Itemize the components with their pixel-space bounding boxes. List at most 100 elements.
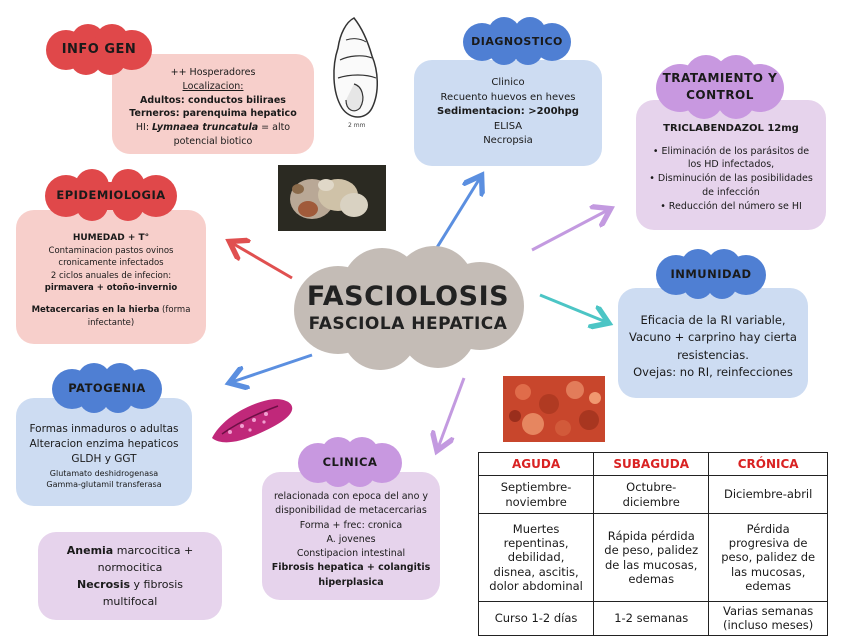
- inmunidad-heading-cloud: INMUNIDAD: [652, 248, 770, 300]
- info-gen-heading: INFO GEN: [61, 41, 137, 57]
- arrow-to-clinica: [438, 377, 466, 448]
- table-row: Septiembre- noviembre Octubre- diciembre…: [477, 475, 828, 514]
- patogenia-line: GLDH y GGT: [71, 453, 137, 466]
- table-cell: Octubre- diciembre: [593, 475, 710, 514]
- tratamiento-box: TRICLABENDAZOL 12mg • Eliminación de los…: [636, 100, 826, 230]
- clinica-line: hiperplasica: [318, 576, 384, 588]
- table-cell: Diciembre-abril: [708, 475, 828, 514]
- epidemiologia-line: cronicamente infectados: [58, 258, 164, 269]
- arrow-to-patogenia: [232, 353, 313, 382]
- info-gen-line: Terneros: parenquima hepatico: [129, 108, 297, 120]
- blue-cloud-shape: [463, 17, 571, 65]
- anemia-rest: marcocitica +: [113, 544, 194, 557]
- clinica-line: disponibilidad de metacercarias: [275, 505, 427, 517]
- metacercarias-rest: (forma: [159, 305, 191, 316]
- table-cell: Curso 1-2 días: [477, 601, 595, 636]
- table-row: Muertes repentinas, debilidad, disnea, a…: [477, 513, 828, 602]
- patogenia-line: Alteracion enzima hepaticos: [29, 438, 179, 451]
- clinica-line: Fibrosis hepatica + colangitis: [271, 562, 431, 574]
- inmunidad-line: Ovejas: no RI, reinfecciones: [633, 364, 793, 379]
- liver-tissue-photo: [503, 376, 605, 442]
- table-header-cronica: CRÓNICA: [708, 452, 828, 476]
- diagnostico-heading-cloud: DIAGNOSTICO: [458, 16, 576, 66]
- epidemiologia-box: HUMEDAD + T° Contaminacion pastos ovinos…: [16, 210, 206, 344]
- hi-rest: = alto: [258, 122, 291, 134]
- metacercarias-bold: Metacercarias en la hierba: [31, 305, 160, 316]
- diagnostico-heading: DIAGNOSTICO: [471, 34, 563, 48]
- table-header-subaguda: SUBAGUDA: [593, 452, 710, 476]
- necrosis-line: Necrosis y fibrosis: [38, 576, 222, 593]
- blue-cloud-shape: [52, 363, 162, 413]
- liver-photo: [278, 165, 386, 231]
- tratamiento-bullet: de infección: [702, 186, 760, 198]
- epidemiologia-line: 2 ciclos anuales de infecion:: [50, 270, 172, 281]
- lesiones-line: normocitica: [97, 561, 163, 575]
- arrow-to-epidemiologia: [232, 243, 293, 280]
- diagnostico-line: ELISA: [493, 120, 523, 132]
- patogenia-line: Formas inmaduros o adultas: [29, 423, 179, 435]
- patogenia-heading-cloud: PATOGENIA: [48, 362, 166, 414]
- center-cloud: FASCIOLOSIS FASCIOLA HEPATICA: [288, 244, 528, 370]
- epidemiologia-line: infectante): [87, 317, 135, 328]
- snail-shell-drawing: [333, 17, 378, 118]
- diagnostico-line: Necropsia: [483, 135, 533, 146]
- tissue-photo-drawing: [503, 376, 605, 442]
- shell-caption: 2 mm: [348, 122, 366, 129]
- patogenia-line: Gamma-glutamil transferasa: [46, 480, 162, 490]
- liver-photo-drawing: [278, 165, 386, 231]
- info-gen-box: ++ Hosperadores Localizacion: Adultos: c…: [112, 54, 314, 154]
- clinica-heading: CLINICA: [322, 455, 378, 469]
- forms-table: AGUDA SUBAGUDA CRÓNICA Septiembre- novie…: [477, 452, 828, 636]
- clinica-line: Constipacion intestinal: [296, 548, 406, 559]
- tratamiento-heading: TRATAMIENTO Y CONTROL: [652, 52, 788, 122]
- center-cloud-shape: [294, 246, 524, 370]
- clinica-line: Forma + frec: cronica: [299, 519, 403, 531]
- center-subtitle: FASCIOLA HEPATICA: [308, 313, 508, 334]
- blue-cloud-shape: [656, 249, 766, 299]
- tratamiento-bullet: • Reducción del número se HI: [660, 200, 802, 212]
- patogenia-line: Glutamato deshidrogenasa: [49, 468, 159, 478]
- red-cloud-shape: [46, 24, 152, 75]
- anemia-line: Anemia marcocitica +: [38, 542, 222, 559]
- table-cell: Muertes repentinas, debilidad, disnea, a…: [477, 513, 595, 602]
- table-header-row: AGUDA SUBAGUDA CRÓNICA: [477, 452, 828, 476]
- patogenia-box: Formas inmaduros o adultas Alteracion en…: [16, 398, 192, 506]
- epidemiologia-heading-cloud: EPIDEMIOLOGIA: [40, 168, 182, 222]
- info-gen-heading-cloud: INFO GEN: [40, 22, 158, 76]
- purple-cloud-shape: [656, 55, 784, 119]
- clinica-heading-cloud: CLINICA: [294, 436, 406, 488]
- info-gen-hi-line: HI: Lymnaea truncatula = alto: [112, 121, 314, 135]
- epidemiologia-line: Contaminacion pastos ovinos: [48, 246, 174, 257]
- inmunidad-box: Eficacia de la RI variable, Vacuno + car…: [618, 288, 808, 398]
- info-gen-line: Localizacion:: [182, 80, 244, 92]
- tratamiento-heading-line1: TRATAMIENTO Y: [662, 71, 778, 86]
- table-header-aguda: AGUDA: [477, 452, 595, 476]
- diagnostico-line: Clinico: [491, 77, 525, 88]
- info-gen-line: potencial biotico: [173, 135, 253, 147]
- table-cell: Rápida pérdida de peso, palidez de las m…: [593, 513, 710, 602]
- fluke-drawing: [212, 399, 293, 443]
- inmunidad-line: resistencias.: [677, 347, 749, 362]
- red-cloud-shape: [45, 169, 177, 221]
- diagnostico-line: Recuento huevos en heves: [440, 91, 576, 103]
- tratamiento-heading-cloud: TRATAMIENTO Y CONTROL: [652, 52, 788, 122]
- clinica-line: relacionada con epoca del ano y: [273, 491, 429, 502]
- tratamiento-heading-line2: CONTROL: [686, 88, 754, 102]
- tratamiento-drug: TRICLABENDAZOL 12mg: [663, 123, 799, 134]
- snail-shell-image: 2 mm: [326, 12, 384, 132]
- tratamiento-bullet: los HD infectados,: [687, 159, 775, 171]
- epidemiologia-metacercarias: Metacercarias en la hierba (forma: [16, 304, 206, 316]
- inmunidad-heading: INMUNIDAD: [670, 267, 752, 281]
- tratamiento-bullet: • Disminución de las posibilidades: [649, 173, 813, 185]
- hi-species: Lymnaea truncatula: [152, 122, 259, 134]
- purple-cloud-shape: [298, 437, 402, 487]
- clinica-box: relacionada con epoca del ano y disponib…: [262, 472, 440, 600]
- clinica-line: A. jovenes: [326, 533, 376, 545]
- table-cell: Septiembre- noviembre: [477, 475, 595, 514]
- lesiones-box: Anemia marcocitica + normocitica Necrosi…: [38, 532, 222, 620]
- diagnostico-box: Clinico Recuento huevos en heves Sedimen…: [414, 60, 602, 166]
- hi-prefix: HI:: [135, 122, 153, 134]
- arrow-to-inmunidad: [539, 293, 606, 322]
- table-row: Curso 1-2 días 1-2 semanas Varias semana…: [477, 601, 828, 636]
